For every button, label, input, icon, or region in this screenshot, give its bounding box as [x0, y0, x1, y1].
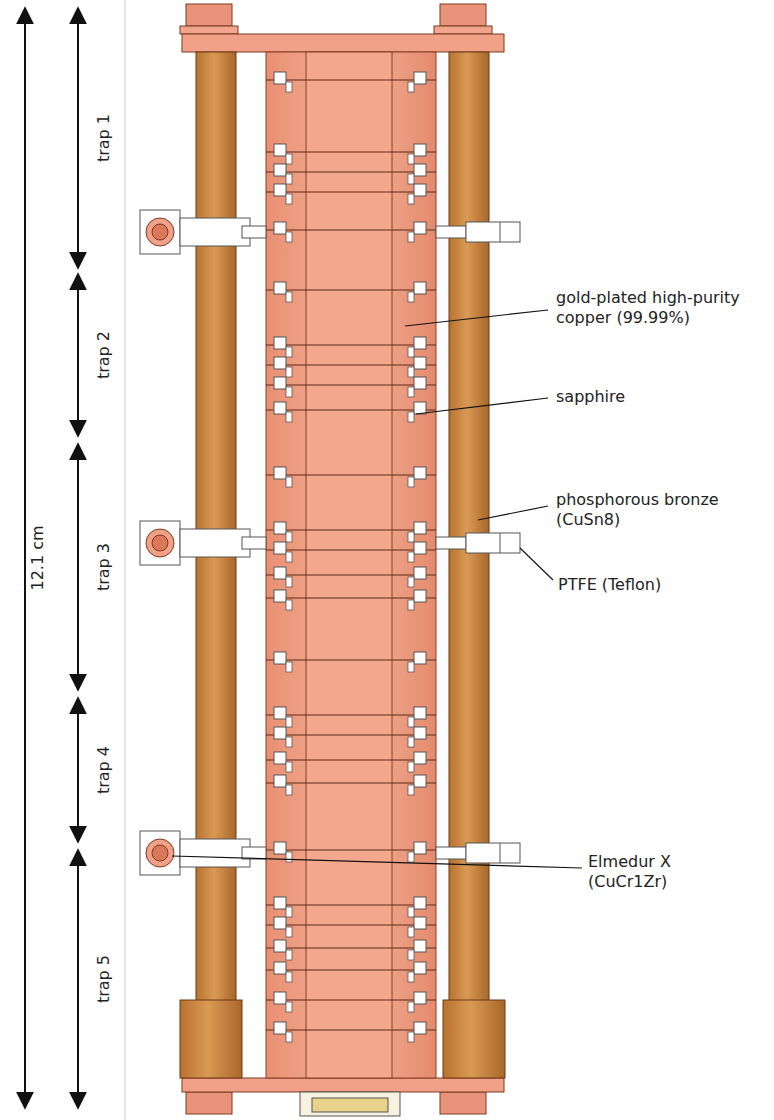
bottom-connector	[300, 1092, 400, 1116]
leader-lines	[172, 310, 582, 868]
material-callout: sapphire	[556, 387, 756, 407]
dimension-label: trap 1	[94, 110, 114, 166]
bottom-plate	[182, 1078, 504, 1092]
material-callout: phosphorous bronze (CuSn8)	[556, 490, 734, 530]
ptfe-holders	[140, 210, 520, 875]
electrode-stack	[266, 52, 436, 1078]
nuts	[180, 4, 492, 1114]
dimension-label: 12.1 cm	[28, 521, 48, 594]
material-callout: gold-plated high-purity copper (99.99%)	[556, 288, 770, 328]
electrode-rings	[266, 72, 436, 1042]
inner-bore	[306, 52, 392, 1078]
material-callout: Elmedur X (CuCr1Zr)	[588, 852, 708, 892]
dimension-label: trap 3	[94, 539, 114, 595]
separator-line	[125, 0, 126, 1120]
top-plate	[182, 34, 504, 52]
dimension-label: trap 2	[94, 327, 114, 383]
dimension-label: trap 5	[94, 951, 114, 1007]
dimension-arrows	[25, 8, 78, 1108]
material-callout: PTFE (Teflon)	[558, 575, 758, 595]
bronze-rods	[180, 52, 505, 1078]
dimension-label: trap 4	[94, 742, 114, 798]
